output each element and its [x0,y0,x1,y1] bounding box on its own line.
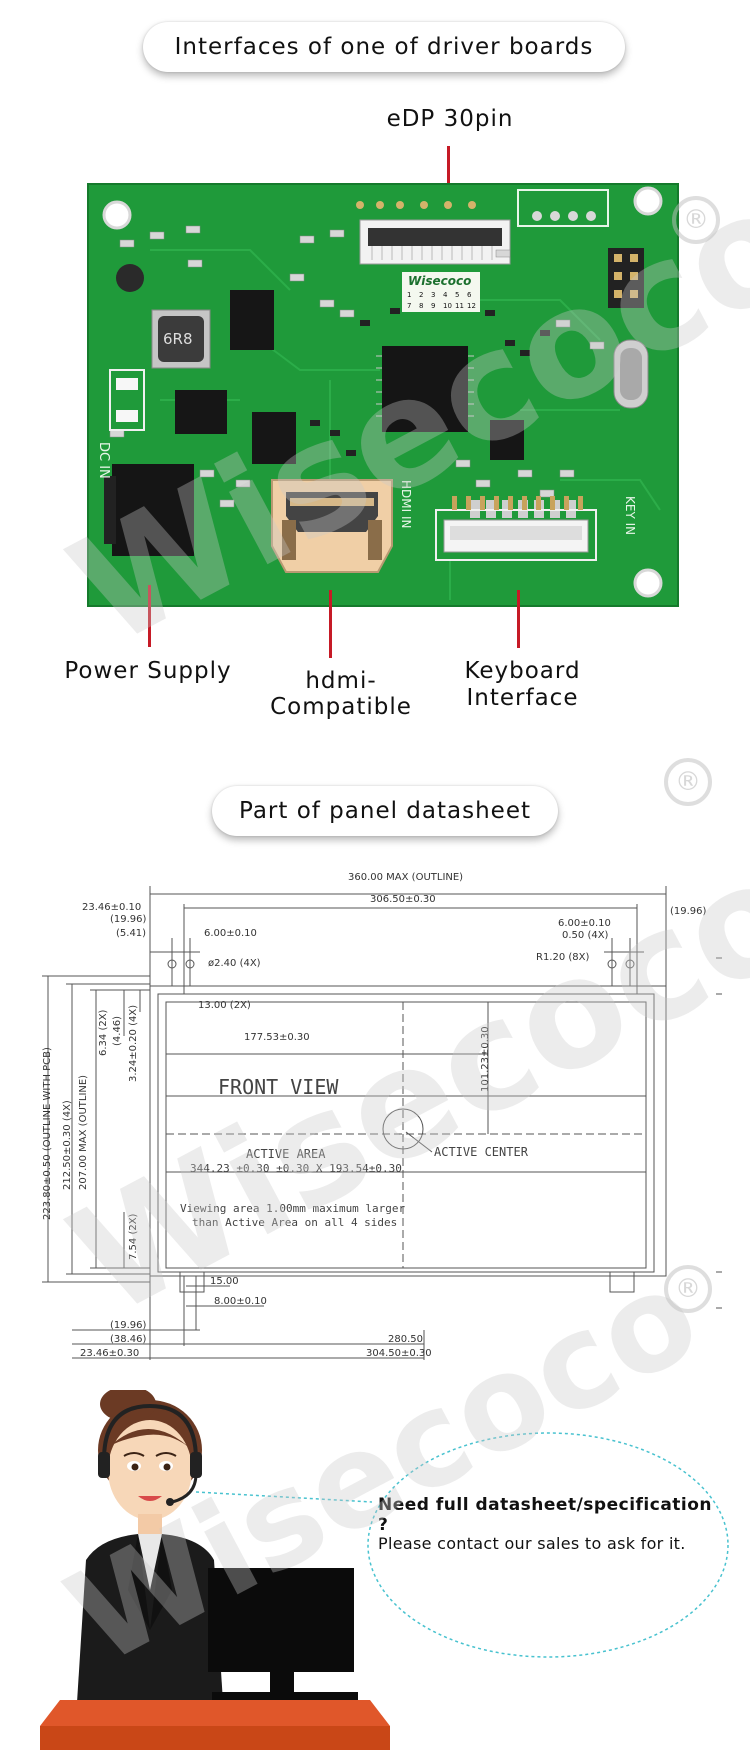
dim-17753: 177.53±0.30 [244,1032,310,1043]
main-ic [382,346,468,432]
svg-text:1: 1 [407,291,411,299]
svg-text:12: 12 [467,302,476,310]
dim-right-1996: (19.96) [670,906,707,917]
svg-text:4: 4 [443,291,448,299]
keyboard-label-line2: Interface [466,685,579,711]
keyboard-connector [435,509,597,561]
dim-v-20700: 207.00 MAX (OUTLINE) [78,1075,89,1190]
contact-illustration [40,1390,729,1750]
svg-text:8: 8 [419,302,423,310]
svg-text:5: 5 [455,291,459,299]
power-callout-label: Power Supply [64,658,232,684]
dim-top-outline: 360.00 MAX (OUTLINE) [348,872,463,883]
edp-callout-label: eDP 30pin [386,106,514,132]
registered-mark-icon: ® [672,196,720,244]
registered-mark-icon: ® [664,758,712,806]
svg-text:7: 7 [407,302,411,310]
dim-10123: 101.23±0.30 [480,1026,491,1092]
viewing-area-line2: than Active Area on all 4 sides [192,1216,397,1229]
dim-left-541: (5.41) [116,928,146,939]
active-area-dims: 344.23 ±0.30 ±0.30 X 193.54±0.30 [190,1162,402,1175]
svg-text:6R8: 6R8 [163,330,193,348]
hdmi-callout-label: hdmi-Compatible [270,668,412,720]
svg-text:3: 3 [431,291,435,299]
keyboard-callout-line [517,590,520,648]
key-in-silk: KEY IN [623,496,637,535]
dim-top-inner: 306.50±0.30 [370,894,436,905]
keyboard-label-line1: Keyboard [464,658,581,684]
board-brand-text: Wisecoco [408,274,471,288]
dim-right-050: 0.50 (4X) [562,930,609,941]
dim-v-446: (4.46) [112,1016,123,1046]
dim-800: 8.00±0.10 [214,1296,267,1307]
dim-bottom-3846: (38.46) [110,1334,147,1345]
driver-board-photo: Wisecoco 1 2 3 4 5 6 7 8 9 10 11 12 6R8 [87,183,679,607]
mount-hole [102,200,132,230]
dim-bottom-1996: (19.96) [110,1320,147,1331]
panel-outline-drawing: 360.00 MAX (OUTLINE) 306.50±0.30 23.46±0… [42,872,722,1360]
svg-text:9: 9 [431,302,435,310]
front-view-label: FRONT VIEW [218,1075,339,1099]
mount-hole [633,568,663,598]
keyboard-callout-label: Keyboard Interface [445,658,600,712]
dim-hole-dia: ø2.40 (4X) [208,958,261,969]
active-center-label: ACTIVE CENTER [434,1145,529,1159]
support-agent-figure [74,1390,226,1750]
dim-v-634: 6.34 (2X) [98,1009,109,1056]
active-area-label: ACTIVE AREA [246,1147,326,1161]
section-title-datasheet: Part of panel datasheet [212,786,558,836]
dim-bottom-2346: 23.46±0.30 [80,1348,139,1359]
hdmi-in-silk: HDMI IN [399,480,413,529]
power-callout-line [148,585,151,647]
desk [40,1700,390,1726]
svg-text:11: 11 [455,302,464,310]
dim-hole-spacing-left: 6.00±0.10 [204,928,257,939]
contact-body: Please contact our sales to ask for it. [378,1534,686,1553]
dc-in-silk: DC IN [96,442,111,479]
mount-hole [633,186,663,216]
section-title-interfaces: Interfaces of one of driver boards [143,22,625,72]
hdmi-callout-line [329,590,332,658]
dim-v-21250: 212.50±0.30 (4X) [62,1100,73,1190]
dim-v-324: 3.24±0.20 (4X) [128,1005,139,1082]
contact-title: Need full datasheet/specification ? [378,1495,713,1535]
svg-text:2: 2 [419,291,423,299]
registered-mark-icon: ® [664,1265,712,1313]
dim-1500: 15.00 [210,1276,239,1287]
dim-left-offset: 23.46±0.10 [82,902,141,913]
pin-header [608,248,644,308]
speech-bubble [367,1432,729,1658]
viewing-area-line1: Viewing area 1.00mm maximum larger [180,1202,406,1215]
dim-bottom-28050: 280.50 [388,1334,423,1345]
dim-right-600: 6.00±0.10 [558,918,611,929]
dim-1300: 13.00 (2X) [198,1000,251,1011]
dc-jack [112,464,194,556]
dim-left-1996: (19.96) [110,914,147,925]
svg-text:10: 10 [443,302,452,310]
dim-v-22380: 223.80±0.50 (OUTLINE WITH PCB) [42,1047,53,1220]
monitor [208,1568,354,1672]
dim-bottom-30450: 304.50±0.30 [366,1348,432,1359]
svg-text:6: 6 [467,291,472,299]
dim-corner-radius: R1.20 (8X) [536,952,590,963]
dim-v-754: 7.54 (2X) [128,1213,139,1260]
